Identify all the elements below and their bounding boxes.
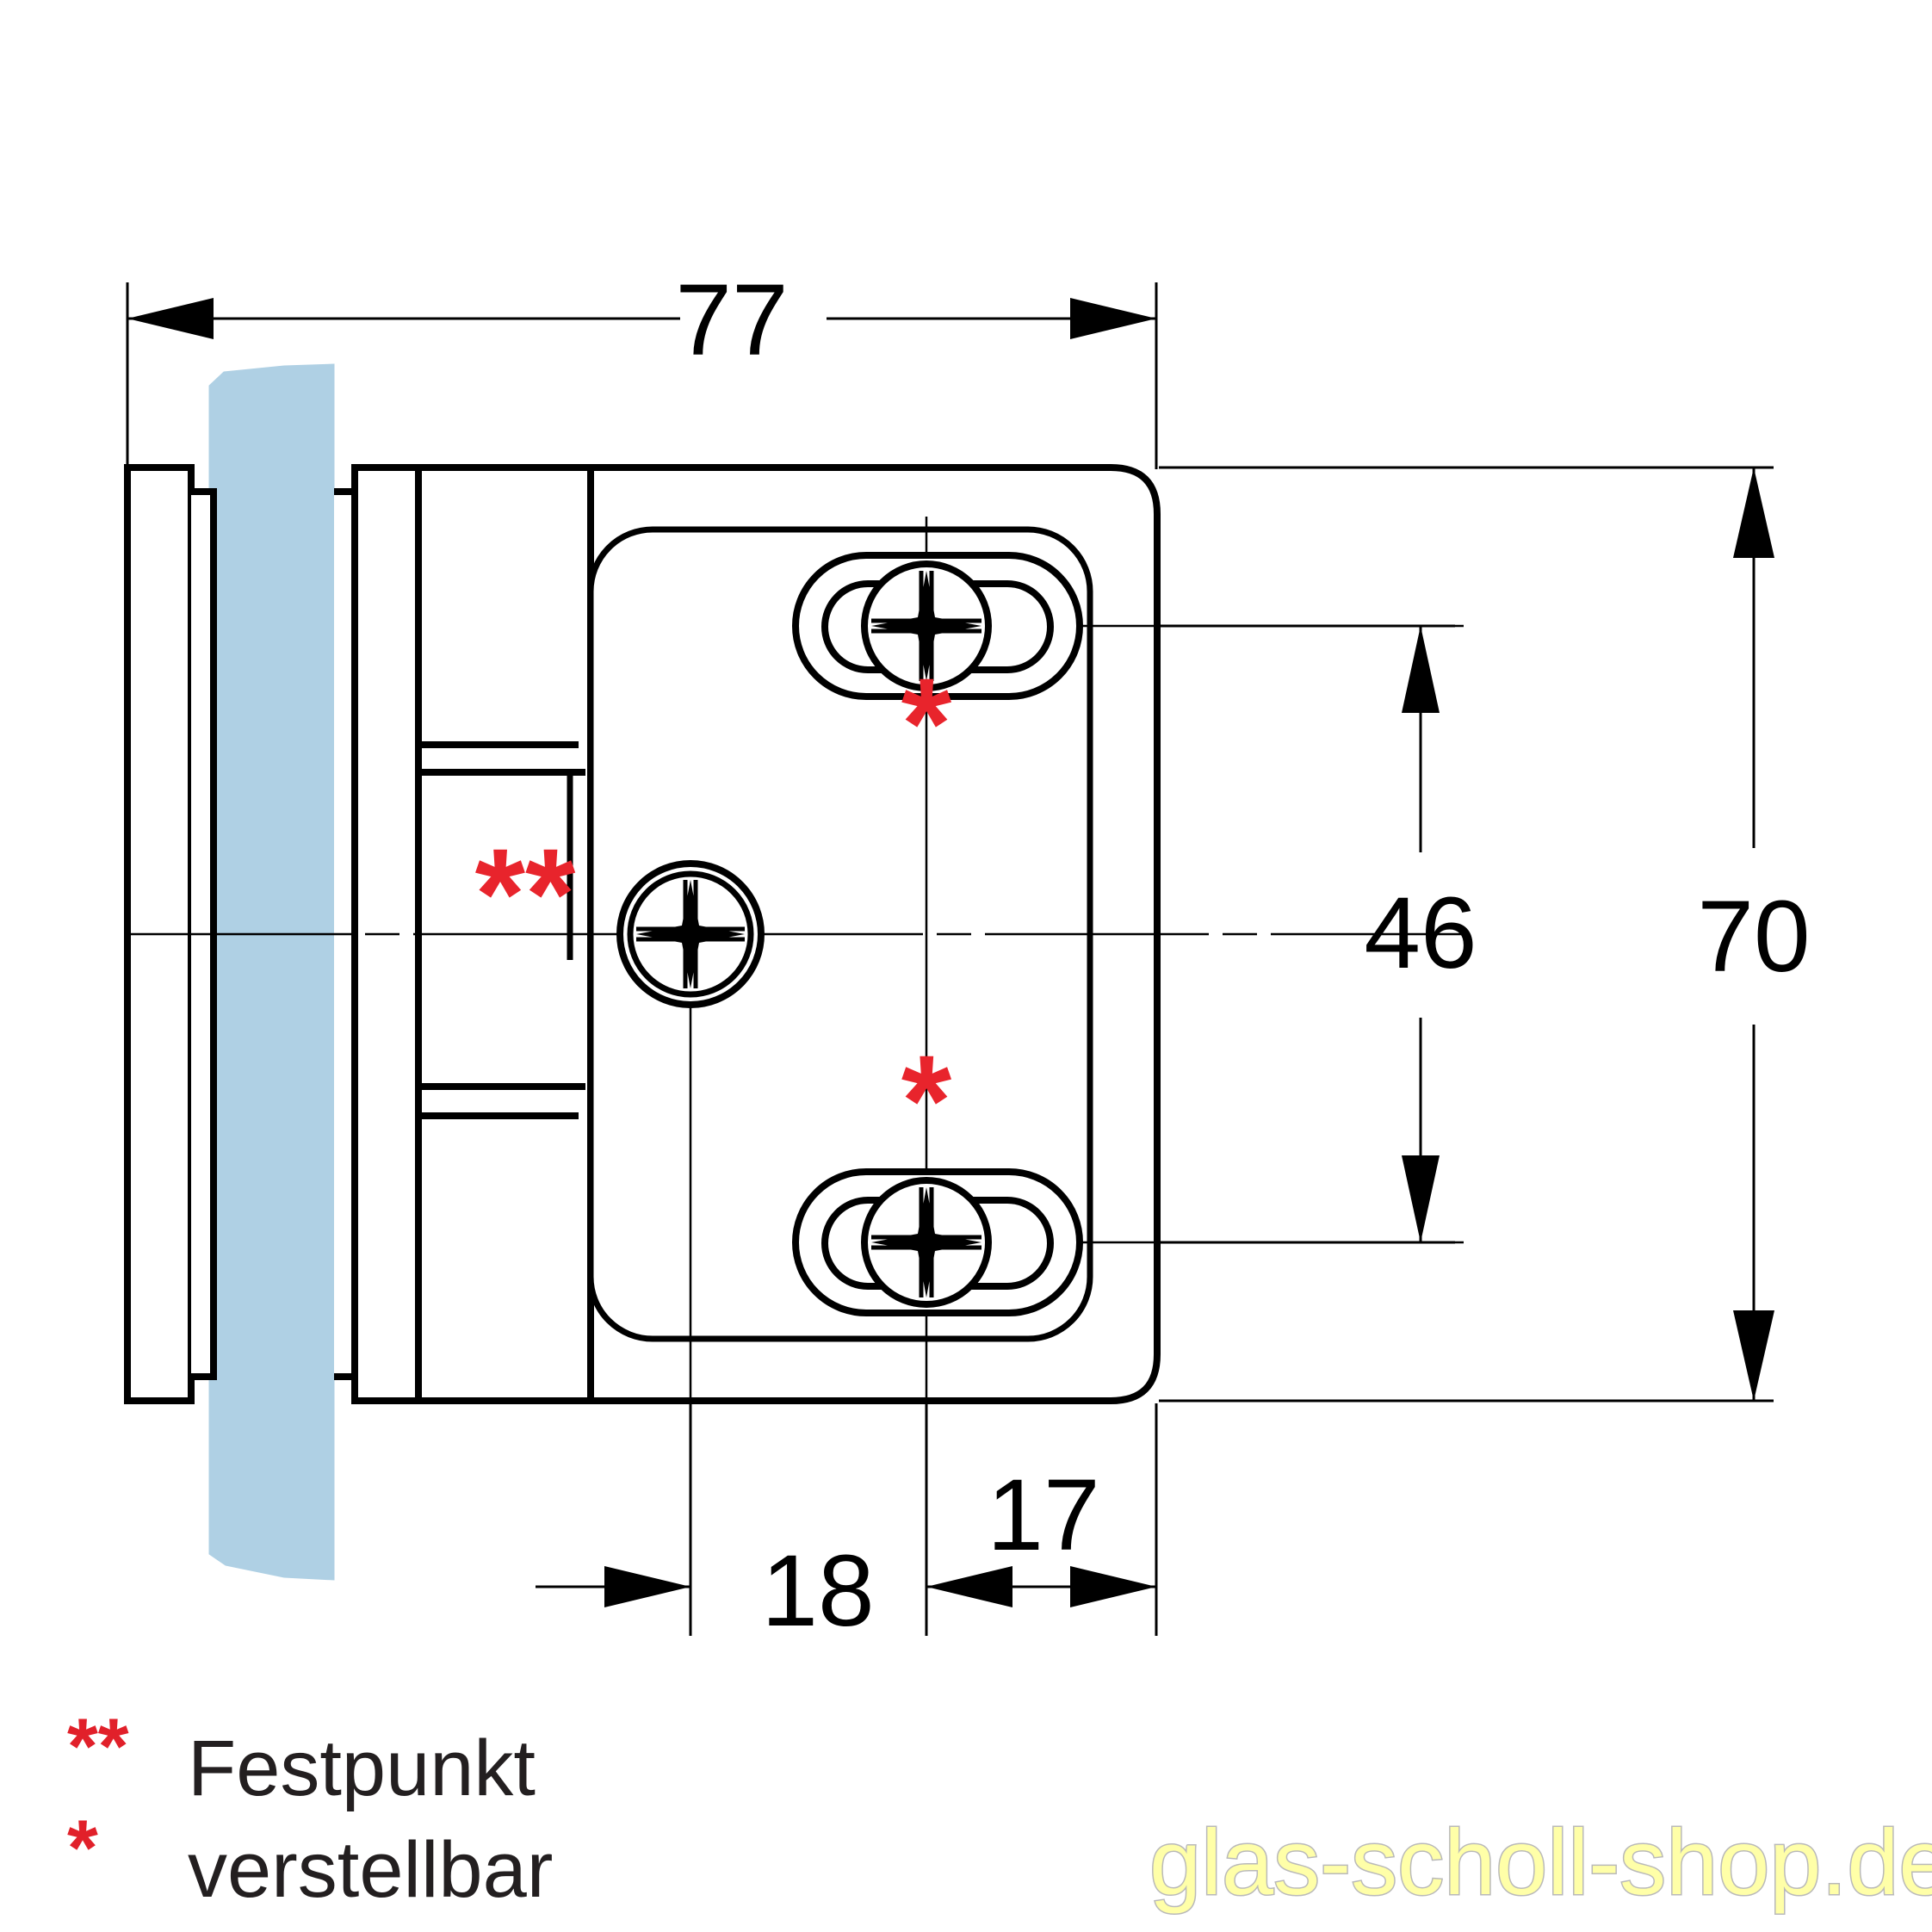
dim-46-arrow-bottom (1402, 1155, 1440, 1242)
dimension-46-group: 46 (1159, 624, 1477, 1244)
screw-top-group (792, 552, 1083, 700)
watermark-logo: glas-scholl-shop.de (1149, 1810, 1932, 1914)
mark-bottom-asterisk: * (901, 1028, 952, 1173)
screw-top-cross-icon (871, 571, 981, 681)
legend-festpunkt-label: Festpunkt (188, 1725, 536, 1812)
dimension-70-group: 70 (1159, 466, 1811, 1403)
glass-panel-group (208, 363, 335, 1581)
dimension-77-group: 77 (126, 263, 1158, 469)
dim-18-label: 18 (761, 1534, 874, 1648)
dim-17-arrow-left (926, 1566, 1012, 1607)
dim-46-label: 46 (1364, 876, 1477, 990)
legend-verstellbar-symbol: * (67, 1805, 98, 1892)
screw-bottom-group (792, 1168, 1083, 1316)
dim-17-label: 17 (987, 1458, 1099, 1572)
dim-18-arrow-right (604, 1566, 690, 1607)
mark-centre-asterisk: ** (475, 821, 576, 966)
dim-77-arrow-right (1070, 298, 1156, 339)
dim-70-label: 70 (1697, 880, 1810, 994)
dim-70-arrow-bottom (1733, 1310, 1774, 1401)
legend-verstellbar-label: verstellbar (188, 1826, 553, 1914)
dim-46-arrow-top (1402, 626, 1440, 713)
dim-77-label: 77 (675, 263, 788, 377)
screw-bottom-slot-line-v (919, 1187, 934, 1297)
screw-bottom-cross-icon (871, 1187, 981, 1297)
dim-70-arrow-top (1733, 468, 1774, 558)
dimension-18-group: 18 (536, 1403, 875, 1648)
screw-bottom-slot-line-h (871, 1235, 981, 1250)
screw-top-slot-line-h (871, 618, 981, 634)
screw-centre-slot-line-h (636, 926, 745, 942)
mark-top-asterisk: * (901, 651, 952, 796)
screw-centre-cross-icon (636, 880, 745, 988)
legend-group: ** Festpunkt * verstellbar (67, 1703, 553, 1914)
legend-festpunkt-symbol: ** (67, 1703, 129, 1791)
glass-panel (208, 363, 335, 1581)
dim-17-arrow-right (1070, 1566, 1156, 1607)
screw-top-slot-line-v (919, 571, 934, 681)
dimension-17-group: 17 (925, 1403, 1158, 1636)
screw-centre-group (616, 860, 765, 1008)
dim-77-arrow-left (127, 298, 214, 339)
screw-centre-slot-line-v (683, 880, 698, 988)
